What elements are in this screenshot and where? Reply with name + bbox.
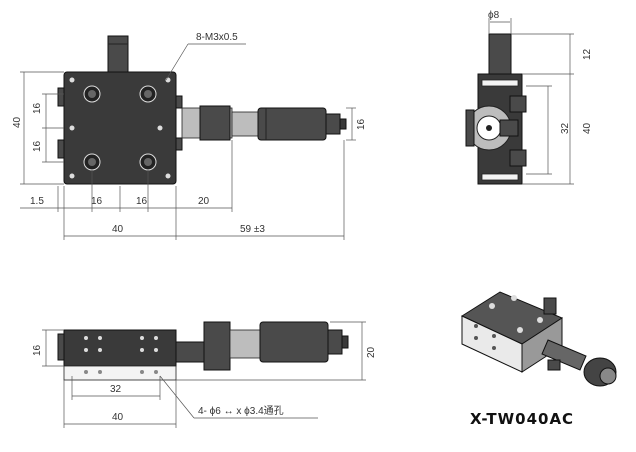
dim-top-height: 40 xyxy=(12,116,23,128)
model-name: X-TW040AC xyxy=(470,410,575,428)
dim-top-pitch-lower: 16 xyxy=(32,140,43,152)
top-view: 8-M3x0.5 40 16 16 1.5 16 16 20 40 59 ±3 … xyxy=(12,32,367,240)
dim-front-height: 16 xyxy=(32,344,43,356)
iso-micrometer xyxy=(541,339,587,371)
micrometer-thimble-front xyxy=(259,321,329,363)
dim-offset: 1.5 xyxy=(30,196,44,207)
thread-note: 8-M3x0.5 xyxy=(196,32,238,43)
isometric-view xyxy=(460,291,617,387)
dim-side-length: 40 xyxy=(582,122,593,134)
dim-hole-spacing: 32 xyxy=(110,384,122,395)
dim-travel: 59 ±3 xyxy=(240,224,265,235)
front-body xyxy=(63,329,177,367)
micrometer-thimble xyxy=(257,107,327,141)
hole-note: 4- ϕ6 ↔ x ϕ3.4通孔 xyxy=(198,405,284,417)
dim-micrometer-offset: 20 xyxy=(198,196,210,207)
dim-width: 40 xyxy=(112,224,124,235)
side-knob xyxy=(488,33,512,75)
front-view: 16 20 32 40 4- ϕ6 ↔ x ϕ3.4通孔 xyxy=(32,321,377,428)
top-knob xyxy=(107,35,129,73)
side-view: ϕ8 12 32 40 xyxy=(465,10,593,185)
dim-front-total-height: 20 xyxy=(366,346,377,358)
dim-front-width: 40 xyxy=(112,412,124,423)
dim-pitch-1: 16 xyxy=(91,196,103,207)
dim-knob-diameter: ϕ8 xyxy=(488,10,500,21)
dim-pitch-2: 16 xyxy=(136,196,148,207)
dim-rail-span: 32 xyxy=(560,122,571,134)
dim-micrometer-width: 16 xyxy=(356,118,367,130)
dim-knob-height: 12 xyxy=(582,48,593,60)
dim-top-pitch-upper: 16 xyxy=(32,102,43,114)
